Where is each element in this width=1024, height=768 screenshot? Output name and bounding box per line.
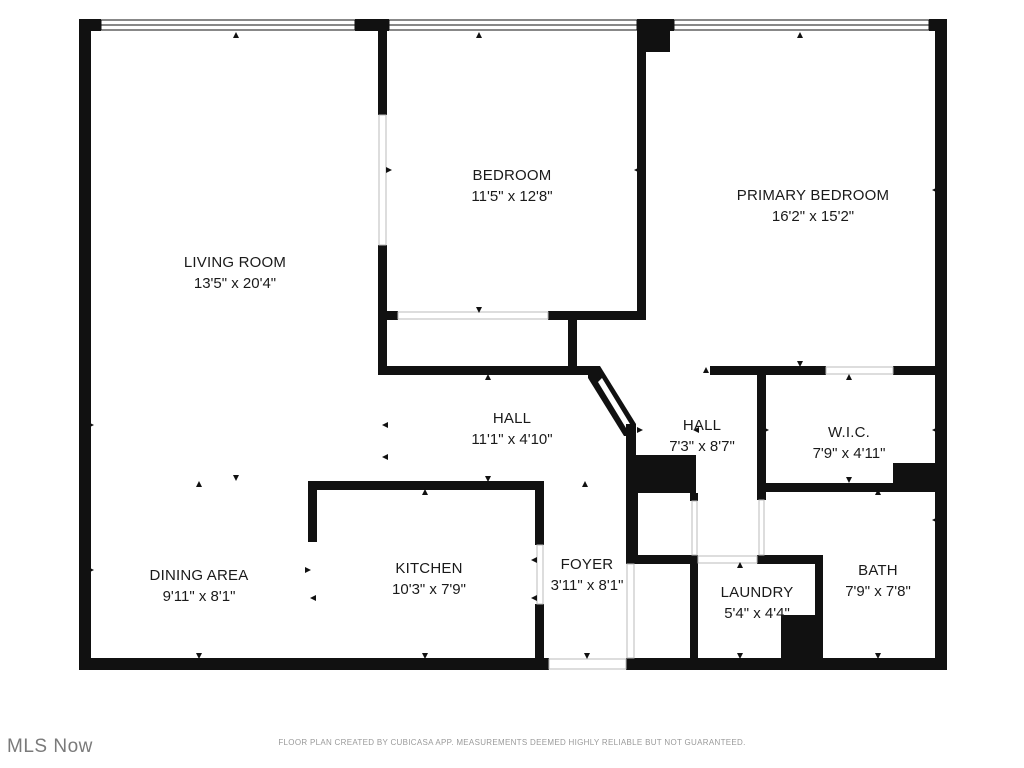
dimension-marker-8 xyxy=(634,167,640,173)
dimension-marker-2 xyxy=(797,32,803,38)
dimension-marker-21 xyxy=(305,567,311,573)
dimension-marker-27 xyxy=(584,653,590,659)
floor-plan-disclaimer: FLOOR PLAN CREATED BY CUBICASA APP. MEAS… xyxy=(278,738,746,747)
dimension-marker-14 xyxy=(382,454,388,460)
dimension-marker-9 xyxy=(476,307,482,313)
windows xyxy=(100,19,930,31)
dimension-marker-0 xyxy=(233,32,239,38)
dimension-marker-17 xyxy=(196,481,202,487)
dimension-marker-28 xyxy=(737,653,743,659)
foyer-name: FOYER xyxy=(561,556,614,573)
bedroom-dims: 11'5" x 12'8" xyxy=(471,188,552,205)
wic-dims: 7'9" x 4'11" xyxy=(813,445,886,462)
dimension-marker-25 xyxy=(196,653,202,659)
dimension-marker-37 xyxy=(693,427,699,433)
dimension-marker-18 xyxy=(233,475,239,481)
room-labels: LIVING ROOM 13'5" x 20'4" BEDROOM 11'5" … xyxy=(150,167,911,622)
mls-now-logo: MLS Now xyxy=(7,736,93,757)
primary-bedroom-dims: 16'2" x 15'2" xyxy=(772,208,854,225)
kitchen-name: KITCHEN xyxy=(395,560,462,577)
living-room-dims: 13'5" x 20'4" xyxy=(194,275,276,292)
dimension-marker-10 xyxy=(797,361,803,367)
laundry-dims: 5'4" x 4'4" xyxy=(724,605,790,622)
dimension-marker-11 xyxy=(703,367,709,373)
dimension-ticks xyxy=(88,32,938,659)
dimension-marker-29 xyxy=(875,653,881,659)
bath-dims: 7'9" x 7'8" xyxy=(845,583,911,600)
dimension-marker-1 xyxy=(476,32,482,38)
living-room-name: LIVING ROOM xyxy=(184,254,286,271)
hall-small-name: HALL xyxy=(683,417,721,434)
interior-walls xyxy=(308,19,947,665)
hall-small-dims: 7'3" x 8'7" xyxy=(669,438,735,455)
dimension-marker-3 xyxy=(88,422,94,428)
dimension-marker-35 xyxy=(637,427,643,433)
dimension-marker-33 xyxy=(875,489,881,495)
dimension-marker-16 xyxy=(485,476,491,482)
dimension-marker-12 xyxy=(846,374,852,380)
dimension-marker-22 xyxy=(310,595,316,601)
hall-main-name: HALL xyxy=(493,410,531,427)
dining-area-name: DINING AREA xyxy=(150,567,249,584)
dimension-marker-20 xyxy=(582,481,588,487)
dimension-marker-23 xyxy=(531,557,537,563)
dimension-marker-34 xyxy=(763,427,769,433)
dimension-marker-31 xyxy=(737,562,743,568)
dimension-marker-36 xyxy=(637,462,643,468)
hall-main-dims: 11'1" x 4'10" xyxy=(471,431,552,448)
dimension-marker-7 xyxy=(386,167,392,173)
dining-area-dims: 9'11" x 8'1" xyxy=(163,588,236,605)
bath-name: BATH xyxy=(858,562,898,579)
door-openings xyxy=(378,114,894,670)
dimension-marker-6 xyxy=(932,517,938,523)
dimension-marker-5 xyxy=(932,427,938,433)
dimension-marker-26 xyxy=(422,653,428,659)
dimension-marker-13 xyxy=(382,422,388,428)
dimension-marker-19 xyxy=(422,489,428,495)
dimension-marker-15 xyxy=(485,374,491,380)
kitchen-dims: 10'3" x 7'9" xyxy=(392,581,466,598)
dimension-marker-24 xyxy=(531,595,537,601)
dimension-marker-4 xyxy=(932,187,938,193)
wic-name: W.I.C. xyxy=(828,424,870,441)
dimension-marker-30 xyxy=(88,567,94,573)
bedroom-name: BEDROOM xyxy=(473,167,552,184)
foyer-dims: 3'11" x 8'1" xyxy=(551,577,624,594)
primary-bedroom-name: PRIMARY BEDROOM xyxy=(737,187,889,204)
dimension-marker-32 xyxy=(846,477,852,483)
laundry-name: LAUNDRY xyxy=(721,584,794,601)
